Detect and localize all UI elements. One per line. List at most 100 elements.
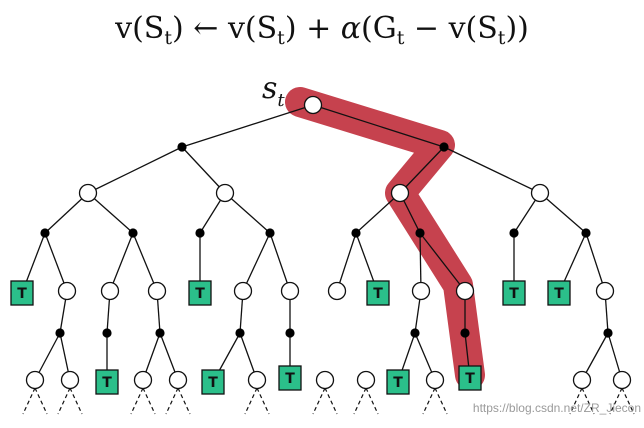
action-node — [55, 328, 65, 338]
continuation-edge — [312, 387, 326, 415]
continuation-edge — [22, 387, 36, 415]
state-node — [57, 281, 77, 301]
tree-edge — [87, 192, 134, 234]
terminal-box — [366, 280, 390, 306]
tree-edge — [443, 146, 541, 194]
tree-edge — [269, 232, 291, 292]
terminal-node: T — [10, 280, 34, 306]
action-node — [460, 328, 470, 338]
terminal-node: T — [547, 280, 571, 306]
state-node — [411, 281, 431, 301]
terminal-label: T — [102, 375, 112, 391]
tree-edge — [181, 104, 314, 148]
tree-edge — [312, 104, 445, 148]
tree-edge — [132, 232, 158, 292]
tree-edge — [87, 146, 183, 194]
terminal-label: T — [373, 286, 383, 302]
state-node — [78, 183, 98, 203]
terminal-box — [386, 369, 410, 395]
state-node — [390, 183, 410, 203]
update-formula: v(St) ← v(St) + α(Gt − v(St)) — [114, 11, 529, 49]
watermark: https://blog.csdn.net/ZR_Jiecon — [473, 401, 641, 415]
terminal-box — [188, 280, 212, 306]
terminal-node: T — [366, 280, 390, 306]
state-node — [425, 370, 445, 390]
continuation-edge — [57, 387, 71, 415]
action-node — [581, 228, 591, 238]
action-node — [155, 328, 165, 338]
terminal-label: T — [393, 375, 403, 391]
continuation-edge — [365, 387, 379, 415]
action-node — [40, 228, 50, 238]
state-node — [233, 281, 253, 301]
continuation-edge — [324, 387, 338, 415]
terminal-node: T — [386, 369, 410, 395]
tree-edge — [44, 192, 89, 234]
terminal-box — [502, 280, 526, 306]
state-node — [455, 281, 475, 301]
continuation-edge — [244, 387, 258, 415]
terminal-box — [201, 369, 225, 395]
action-node — [351, 228, 361, 238]
state-node — [612, 370, 632, 390]
tree-edge — [419, 232, 466, 292]
action-node — [102, 328, 112, 338]
continuation-edge — [422, 387, 436, 415]
terminal-box — [278, 365, 302, 391]
state-node — [25, 370, 45, 390]
terminal-label: T — [208, 375, 218, 391]
terminal-label: T — [554, 286, 564, 302]
continuation-edge — [434, 387, 448, 415]
continuation-edge — [621, 387, 635, 415]
action-node — [265, 228, 275, 238]
continuation-edge — [569, 387, 583, 415]
state-node — [168, 370, 188, 390]
terminal-node: T — [458, 365, 482, 391]
action-node — [235, 328, 245, 338]
terminal-node: T — [188, 280, 212, 306]
continuation-edge — [353, 387, 367, 415]
continuation-edge — [130, 387, 144, 415]
state-node — [315, 370, 335, 390]
state-node — [356, 370, 376, 390]
tree-edge — [419, 232, 422, 292]
action-node — [128, 228, 138, 238]
continuation-edge — [609, 387, 623, 415]
action-node — [410, 328, 420, 338]
action-node — [509, 228, 519, 238]
terminal-node: T — [278, 365, 302, 391]
terminal-label: T — [509, 286, 519, 302]
action-node — [603, 328, 613, 338]
terminal-node: T — [201, 369, 225, 395]
terminal-label: T — [195, 286, 205, 302]
state-node — [327, 281, 347, 301]
continuation-edge — [165, 387, 179, 415]
action-node — [195, 228, 205, 238]
continuation-edge — [581, 387, 595, 415]
state-node — [133, 370, 153, 390]
continuation-edge — [142, 387, 156, 415]
tree-edge — [336, 232, 357, 292]
terminal-box — [95, 369, 119, 395]
terminal-label: T — [465, 371, 475, 387]
tree-edge — [355, 192, 401, 234]
terminal-box — [547, 280, 571, 306]
tree-edge — [585, 232, 606, 292]
state-node — [247, 370, 267, 390]
tree-edge — [224, 192, 271, 234]
continuation-edge — [34, 387, 48, 415]
tree-edge — [44, 232, 68, 292]
terminal-label: T — [285, 371, 295, 387]
terminal-box — [10, 280, 34, 306]
tree-edge — [399, 146, 445, 194]
terminal-node: T — [502, 280, 526, 306]
continuation-edge — [256, 387, 270, 415]
tree-edge — [181, 146, 226, 194]
action-node — [439, 142, 449, 152]
continuation-edge — [177, 387, 191, 415]
tree-edge — [539, 192, 587, 234]
action-node — [415, 228, 425, 238]
state-node — [60, 370, 80, 390]
tree-nodes: T T T T T T T T T T — [10, 95, 632, 395]
